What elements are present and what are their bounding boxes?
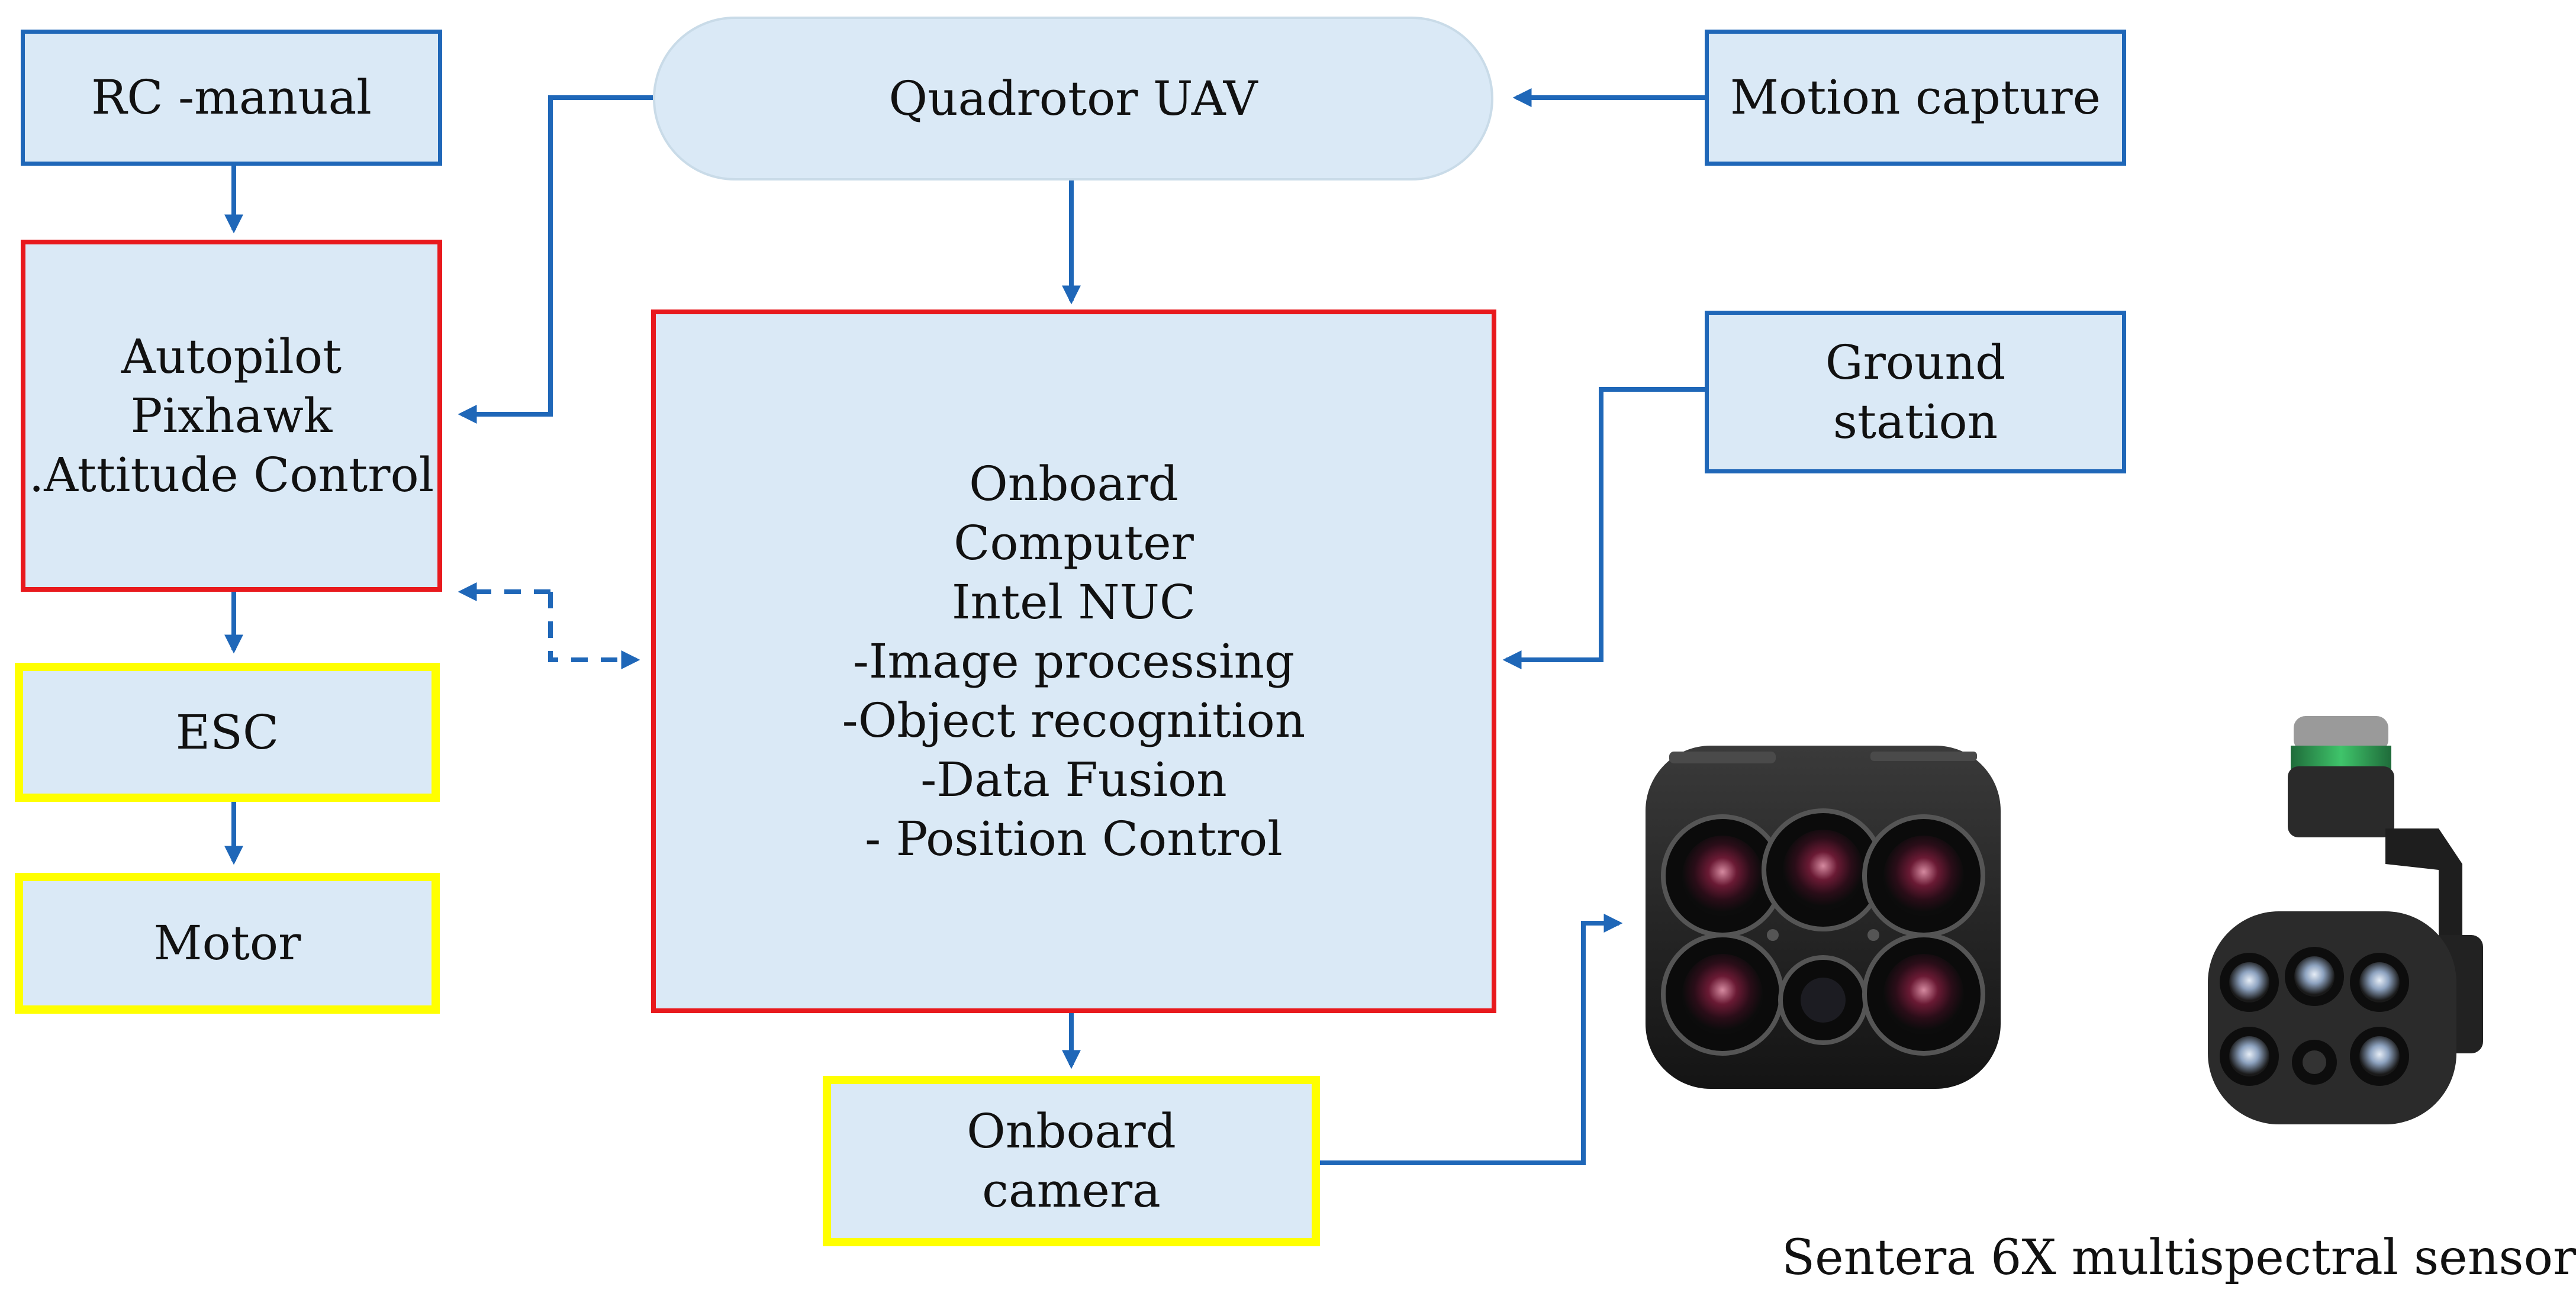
- computer-line-3: Intel NUC: [951, 574, 1196, 630]
- arrow-ground-to-computer: [1502, 387, 1705, 669]
- quadrotor-uav-node: Quadrotor UAV: [653, 17, 1493, 180]
- ground-station-line-1: Ground: [1825, 334, 2006, 390]
- esc-label: ESC: [175, 704, 279, 760]
- arrow-dashed-to-computer: [548, 592, 640, 669]
- rc-manual-box: RC -manual: [21, 30, 442, 166]
- sensor-caption: Sentera 6X multispectral sensor: [1782, 1230, 2576, 1286]
- connector-layer: [224, 88, 1705, 1165]
- autopilot-box: Autopilot Pixhawk .Attitude Control: [21, 240, 442, 592]
- computer-line-4: -Image processing: [852, 633, 1295, 689]
- motion-capture-label: Motion capture: [1730, 70, 2101, 125]
- computer-line-5: -Object recognition: [842, 692, 1306, 748]
- ground-station-line-2: station: [1833, 394, 1998, 449]
- computer-line-6: -Data Fusion: [920, 752, 1227, 807]
- ground-station-box: Ground station: [1705, 311, 2126, 473]
- autopilot-line-3: .Attitude Control: [28, 447, 434, 502]
- onboard-camera-box: Onboard camera: [823, 1076, 1320, 1246]
- computer-line-1: Onboard: [969, 456, 1178, 511]
- computer-line-2: Computer: [954, 515, 1194, 570]
- motion-capture-box: Motion capture: [1705, 30, 2126, 166]
- onboard-camera-line-1: Onboard: [967, 1104, 1176, 1159]
- sentera-camera-front-icon: [1646, 746, 2001, 1089]
- arrow-quadrotor-to-autopilot: [458, 95, 653, 424]
- onboard-camera-line-2: camera: [982, 1163, 1161, 1218]
- sentera-camera-gimbal-icon: [2208, 716, 2483, 1124]
- motor-box: Motor: [15, 873, 440, 1014]
- arrow-camera-to-sensor: [1320, 914, 1623, 1165]
- motor-label: Motor: [153, 915, 301, 971]
- autopilot-line-1: Autopilot: [121, 328, 342, 384]
- esc-box: ESC: [15, 663, 440, 802]
- rc-manual-label: RC -manual: [91, 70, 372, 125]
- computer-line-7: - Position Control: [865, 811, 1283, 866]
- quadrotor-uav-label: Quadrotor UAV: [888, 70, 1258, 126]
- autopilot-line-2: Pixhawk: [130, 388, 333, 443]
- onboard-computer-box: Onboard Computer Intel NUC -Image proces…: [651, 309, 1496, 1013]
